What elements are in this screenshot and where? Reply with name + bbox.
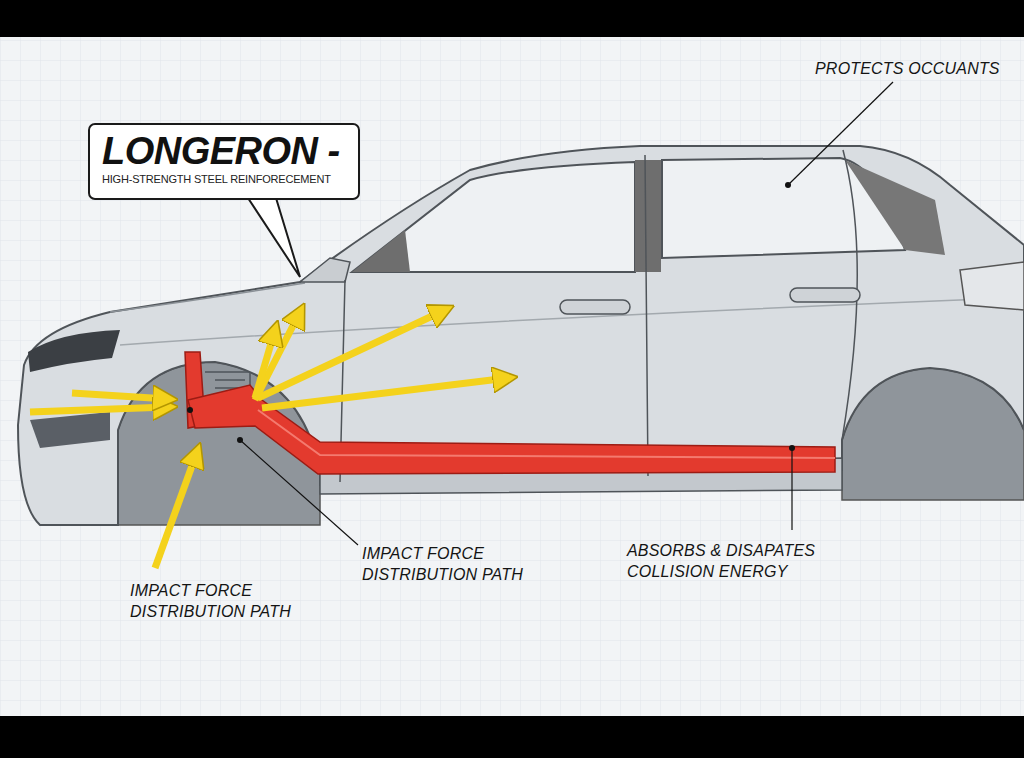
front-window	[352, 162, 635, 272]
door-handle	[560, 300, 630, 314]
leader-line	[788, 82, 893, 185]
anchor-dot	[187, 407, 193, 413]
annotation-label: IMPACT FORCE DISTRIBUTION PATH	[130, 580, 315, 622]
leader-line	[791, 448, 792, 530]
bumper-grille	[30, 412, 110, 448]
c-pillar	[845, 160, 945, 255]
force-arrow	[155, 452, 197, 568]
leader-dot	[789, 445, 795, 451]
longeron-highlight	[258, 410, 835, 458]
annotation-label: PROTECTS OCCUANTS	[815, 58, 1000, 79]
b-pillar	[635, 160, 661, 272]
top-bar	[0, 0, 1024, 37]
fuel-door	[960, 262, 1024, 310]
hood-line	[110, 283, 305, 312]
callout-heading: LONGERON -	[102, 131, 348, 171]
headlight	[28, 330, 120, 372]
character-line	[120, 298, 1010, 345]
bottom-bar	[0, 716, 1024, 758]
door-handle	[790, 288, 860, 302]
side-mirror	[300, 258, 350, 282]
longeron-rail	[188, 385, 835, 474]
callout-box: LONGERON -HIGH-STRENGTH STEEL REINFORECE…	[88, 123, 360, 200]
car-body	[18, 146, 1024, 525]
force-arrow	[30, 407, 168, 412]
a-pillar-inner	[352, 230, 410, 272]
leader-line	[240, 440, 358, 545]
force-arrow	[258, 310, 445, 398]
leader-dot	[785, 182, 791, 188]
annotation-label: IMPACT FORCE DISTRIBUTION PATH	[362, 543, 547, 585]
callout-subtitle: HIGH-STRENGTH STEEL REINFORECEMENT	[102, 171, 348, 187]
force-arrow	[262, 378, 508, 408]
leader-dot	[237, 437, 243, 443]
force-arrow	[72, 393, 168, 399]
annotation-label: ABSORBS & DISAPATES COLLISION ENERGY	[627, 540, 842, 582]
callout-pointer	[248, 198, 300, 277]
door-seams	[340, 150, 857, 482]
